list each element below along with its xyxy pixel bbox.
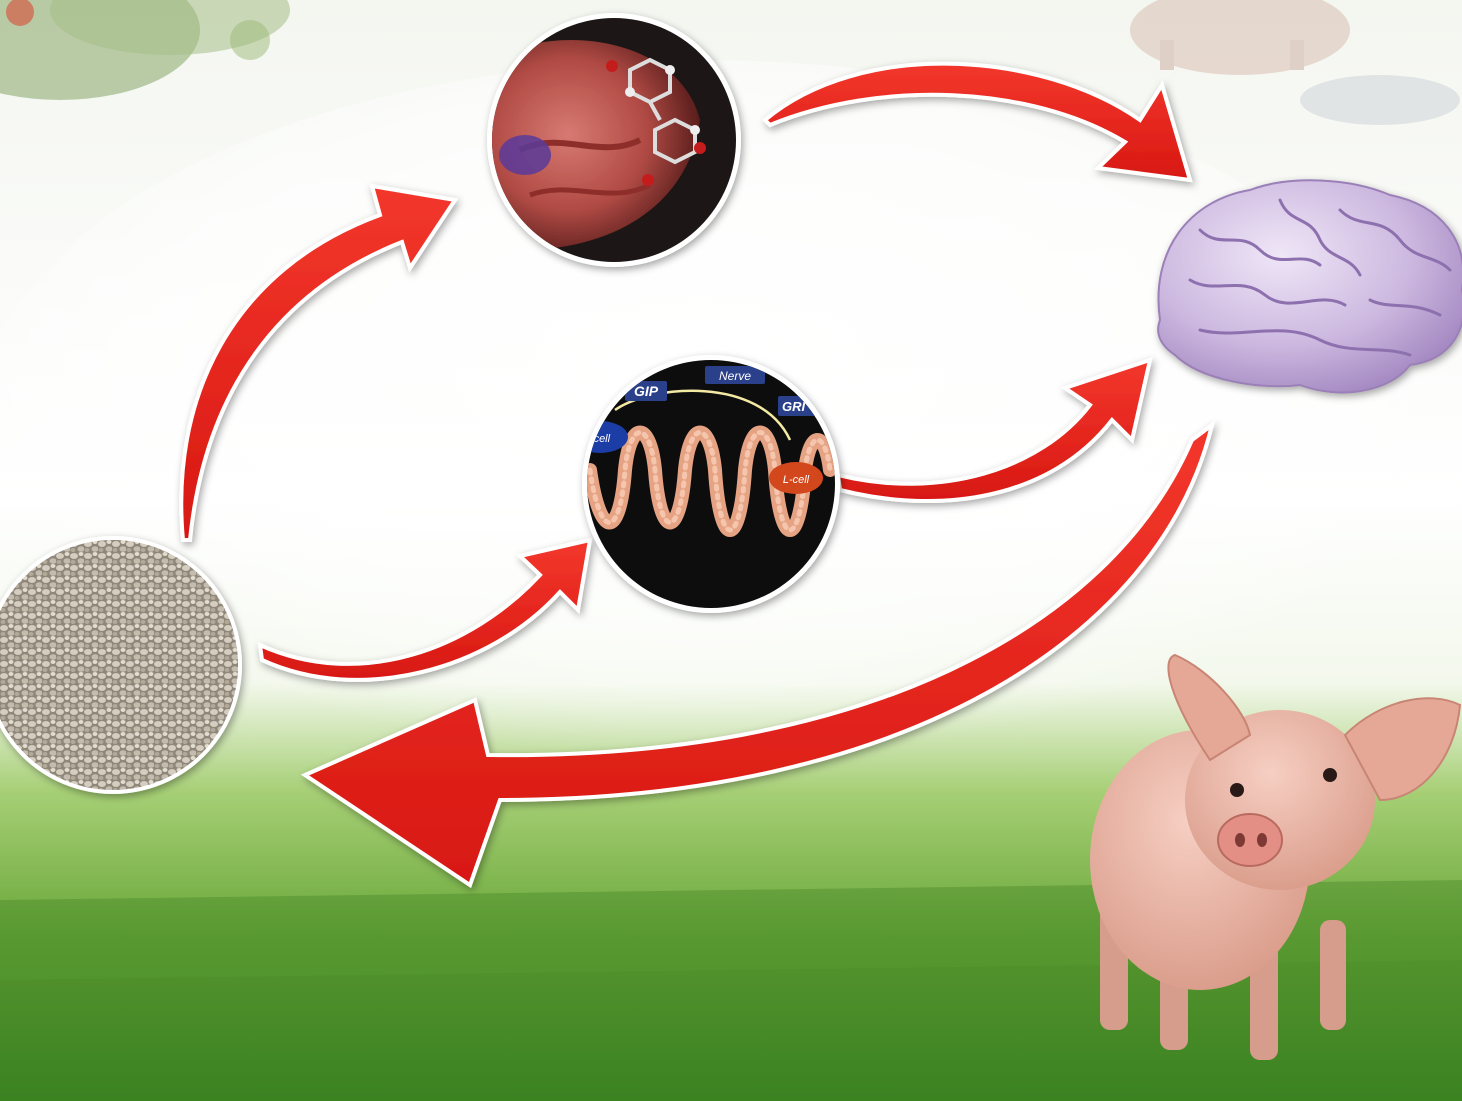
l-cell-label: L-cell — [783, 474, 810, 486]
gip-label: GIP — [634, 383, 659, 399]
receptor-molecule — [499, 135, 551, 175]
brain-node — [1158, 180, 1462, 392]
nerve-label: Nerve — [719, 369, 751, 383]
grp-label: GRI — [782, 399, 806, 414]
